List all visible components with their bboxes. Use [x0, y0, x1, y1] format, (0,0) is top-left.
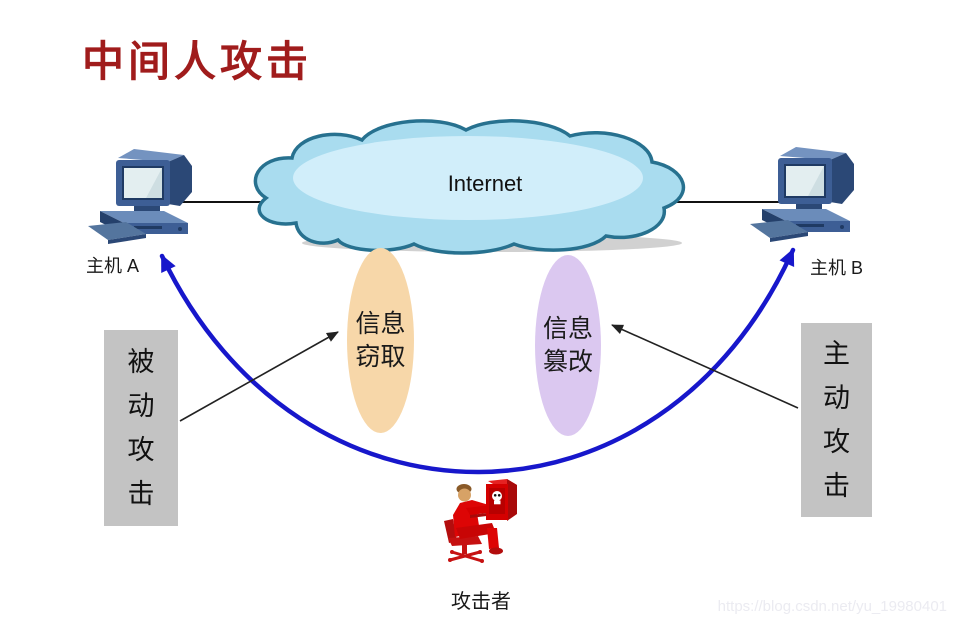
- page-title: 中间人攻击: [82, 38, 313, 85]
- active-attack-arrow: [611, 324, 799, 409]
- passive-attack-arrow: [179, 331, 339, 422]
- passive-attack-label: 被动攻击: [127, 347, 155, 509]
- attacker-label: 攻击者: [451, 591, 511, 613]
- mitm-curve-arrow: [159, 247, 796, 475]
- host-a-icon: [88, 149, 192, 244]
- watermark: https://blog.csdn.net/yu_19980401: [717, 598, 947, 615]
- attacker-icon: [444, 479, 517, 563]
- internet-cloud-shape: [253, 119, 686, 255]
- internet-label: Internet: [447, 171, 523, 196]
- host-a-label: 主机 A: [86, 256, 140, 276]
- active-attack-box: 主动攻击: [801, 323, 872, 517]
- host-b-icon: [750, 147, 854, 242]
- bubble-info-tamper-label: 信息篡改: [542, 315, 593, 376]
- active-attack-label: 主动攻击: [822, 339, 850, 501]
- bubble-info-eavesdrop-label: 信息窃取: [355, 310, 406, 371]
- bubble-info-tamper: 信息篡改: [535, 255, 601, 436]
- host-b-label: 主机 B: [810, 258, 864, 278]
- bubble-info-eavesdrop: 信息窃取: [347, 248, 414, 433]
- passive-attack-box: 被动攻击: [104, 330, 178, 526]
